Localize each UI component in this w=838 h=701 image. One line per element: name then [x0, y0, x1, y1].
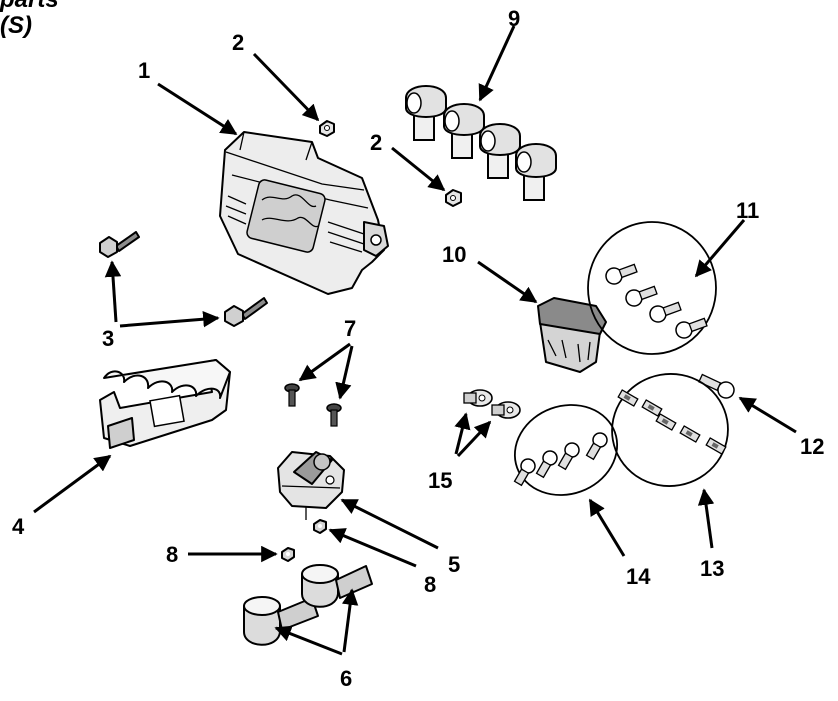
part-3-bolt-lower — [224, 297, 268, 327]
arrow-6-left — [274, 625, 343, 656]
part-9-boot-c — [479, 123, 521, 179]
arrow-1 — [157, 82, 238, 136]
part-12-ring-terminal — [698, 373, 735, 399]
part-6-boot-left — [243, 596, 319, 646]
callout-8-right: 8 — [424, 572, 436, 597]
part-15-lug-lower — [491, 401, 521, 419]
part-10-rocker-switch — [537, 297, 607, 373]
arrow-7-left — [298, 342, 351, 382]
arrow-12 — [738, 396, 797, 434]
callout-15: 15 — [428, 468, 452, 493]
callout-11: 11 — [736, 198, 759, 223]
part-9-boots — [405, 85, 557, 201]
callout-3: 3 — [102, 326, 114, 351]
arrow-9 — [478, 25, 516, 102]
arrow-10 — [477, 260, 538, 304]
part-2-nut-upper — [319, 120, 335, 137]
arrow-2-upper — [252, 52, 320, 122]
part-14-ring-terminals — [513, 404, 619, 496]
arrow-13 — [697, 488, 715, 549]
arrow-15-upper — [454, 412, 471, 455]
arrow-8-right — [328, 528, 417, 568]
part-1-housing — [219, 131, 389, 295]
arrow-3-right — [119, 310, 220, 328]
part-5-switch — [277, 451, 345, 520]
leader-arrows — [33, 25, 797, 656]
part-13-spade-terminals — [611, 373, 729, 487]
part-8-nut-right — [313, 519, 327, 534]
callout-1: 1 — [138, 58, 150, 83]
callout-2-lower: 2 — [370, 130, 382, 155]
part-7-screw-left — [284, 383, 300, 407]
arrow-11 — [694, 219, 746, 278]
arrow-2-lower — [391, 146, 446, 192]
part-8-nut-left — [281, 547, 295, 562]
header-line-1: parts — [0, 0, 59, 12]
callout-13: 13 — [700, 556, 724, 581]
arrow-4 — [33, 454, 112, 514]
part-3-bolt-upper — [99, 231, 140, 258]
callout-14: 14 — [626, 564, 651, 589]
part-9-boot-d — [515, 143, 557, 201]
callout-numbers: 1 2 2 3 4 5 6 7 8 8 9 10 11 12 13 14 15 — [12, 6, 824, 691]
arrow-15-lower — [456, 420, 492, 458]
part-4-bracket — [99, 359, 231, 449]
callout-5: 5 — [448, 552, 460, 577]
part-6-boot-right — [301, 564, 373, 608]
callout-12: 12 — [800, 434, 824, 459]
arrow-5 — [340, 498, 439, 550]
callout-8-left: 8 — [166, 542, 178, 567]
callout-9: 9 — [508, 6, 520, 31]
arrow-6-right — [341, 588, 359, 653]
arrow-7-right — [335, 345, 354, 400]
part-11-ring-terminals — [587, 221, 717, 355]
callout-10: 10 — [442, 242, 466, 267]
callout-4: 4 — [12, 514, 25, 539]
callout-2-upper: 2 — [232, 30, 244, 55]
part-7-screw-right — [326, 403, 342, 427]
part-2-nut-lower — [445, 189, 462, 207]
callout-6: 6 — [340, 666, 352, 691]
callout-7: 7 — [344, 316, 356, 341]
part-9-boot-a — [405, 85, 447, 141]
arrow-14 — [588, 498, 626, 557]
part-15-lug-upper — [463, 389, 493, 407]
header-line-2: (S) — [0, 12, 32, 39]
part-9-boot-b — [443, 103, 485, 159]
arrow-3-up — [104, 260, 122, 323]
